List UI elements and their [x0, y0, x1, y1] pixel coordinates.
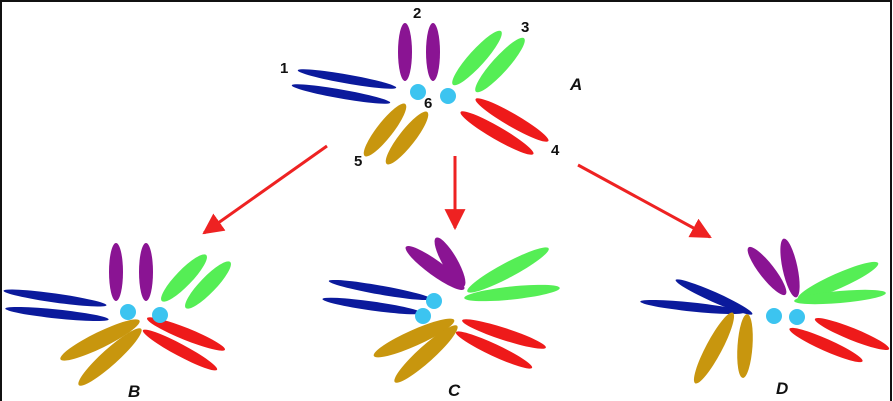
- arm-2-chromatid: [747, 246, 787, 296]
- centromere-dot: [415, 308, 431, 324]
- arm-4-chromatid: [460, 111, 534, 155]
- chromosome-figure-b: [3, 243, 231, 386]
- arm-5-chromatid: [60, 319, 140, 361]
- arm-3-chromatid: [452, 30, 502, 86]
- arm-5-chromatid: [373, 318, 455, 358]
- figure-label-d: D: [776, 379, 789, 398]
- arm-1-chromatid: [328, 279, 432, 301]
- arm-2-chromatid: [426, 23, 440, 81]
- arm-3-chromatid: [467, 247, 549, 293]
- arm-4-chromatid: [142, 329, 218, 371]
- arm-5-chromatid: [363, 103, 407, 157]
- arm-1-chromatid: [675, 279, 753, 315]
- centromere-dot: [789, 309, 805, 325]
- arm-5-chromatid: [737, 314, 753, 378]
- arm-2-chromatid: [398, 23, 412, 81]
- chromosome-figure-c: [322, 237, 560, 383]
- arm-4-chromatid: [789, 327, 863, 363]
- arrow-to-d: [577, 163, 712, 239]
- chromosome-figure-a: [291, 23, 549, 165]
- arm-5-chromatid: [78, 328, 142, 386]
- arm-1-chromatid: [291, 84, 391, 104]
- arm-1-chromatid: [322, 297, 422, 315]
- arm-1-chromatid: [3, 289, 107, 307]
- arm-2-chromatid: [139, 243, 153, 301]
- arm-5-chromatid: [394, 325, 458, 383]
- arm-label-6: 6: [424, 95, 433, 112]
- figure-label-a: A: [570, 75, 583, 94]
- arm-label-5: 5: [354, 153, 363, 170]
- arm-3-chromatid: [464, 284, 560, 302]
- figure-label-c: C: [448, 381, 461, 400]
- arm-4-chromatid: [455, 331, 533, 369]
- centromere-dot: [766, 308, 782, 324]
- arm-label-4: 4: [551, 142, 560, 159]
- arm-label-2: 2: [413, 5, 422, 22]
- centromere-dot: [440, 88, 456, 104]
- arm-3-chromatid: [185, 261, 231, 309]
- arm-3-chromatid: [797, 261, 879, 301]
- arm-1-chromatid: [297, 69, 397, 89]
- arm-1-chromatid: [640, 299, 744, 315]
- arm-4-chromatid: [475, 98, 549, 142]
- arm-2-chromatid: [434, 237, 466, 287]
- arm-4-chromatid: [814, 318, 890, 350]
- centromere-dot: [152, 307, 168, 323]
- centromere-dot: [410, 84, 426, 100]
- arm-3-chromatid: [161, 254, 207, 302]
- arm-3-chromatid: [475, 37, 525, 93]
- centromere-dot: [426, 293, 442, 309]
- arm-2-chromatid: [405, 245, 465, 291]
- arm-3-chromatid: [794, 289, 886, 305]
- arm-2-chromatid: [109, 243, 123, 301]
- arm-5-chromatid: [385, 111, 429, 165]
- arm-4-chromatid: [462, 319, 546, 349]
- arm-5-chromatid: [693, 312, 735, 384]
- arm-1-chromatid: [5, 306, 109, 322]
- arm-4-chromatid: [146, 317, 226, 351]
- arm-2-chromatid: [780, 238, 800, 298]
- figure-label-b: B: [128, 382, 141, 401]
- arrow-to-b: [202, 144, 328, 235]
- arm-label-3: 3: [521, 19, 530, 36]
- centromere-dot: [120, 304, 136, 320]
- arm-label-1: 1: [280, 60, 289, 77]
- chromosome-figure-d: [640, 238, 890, 384]
